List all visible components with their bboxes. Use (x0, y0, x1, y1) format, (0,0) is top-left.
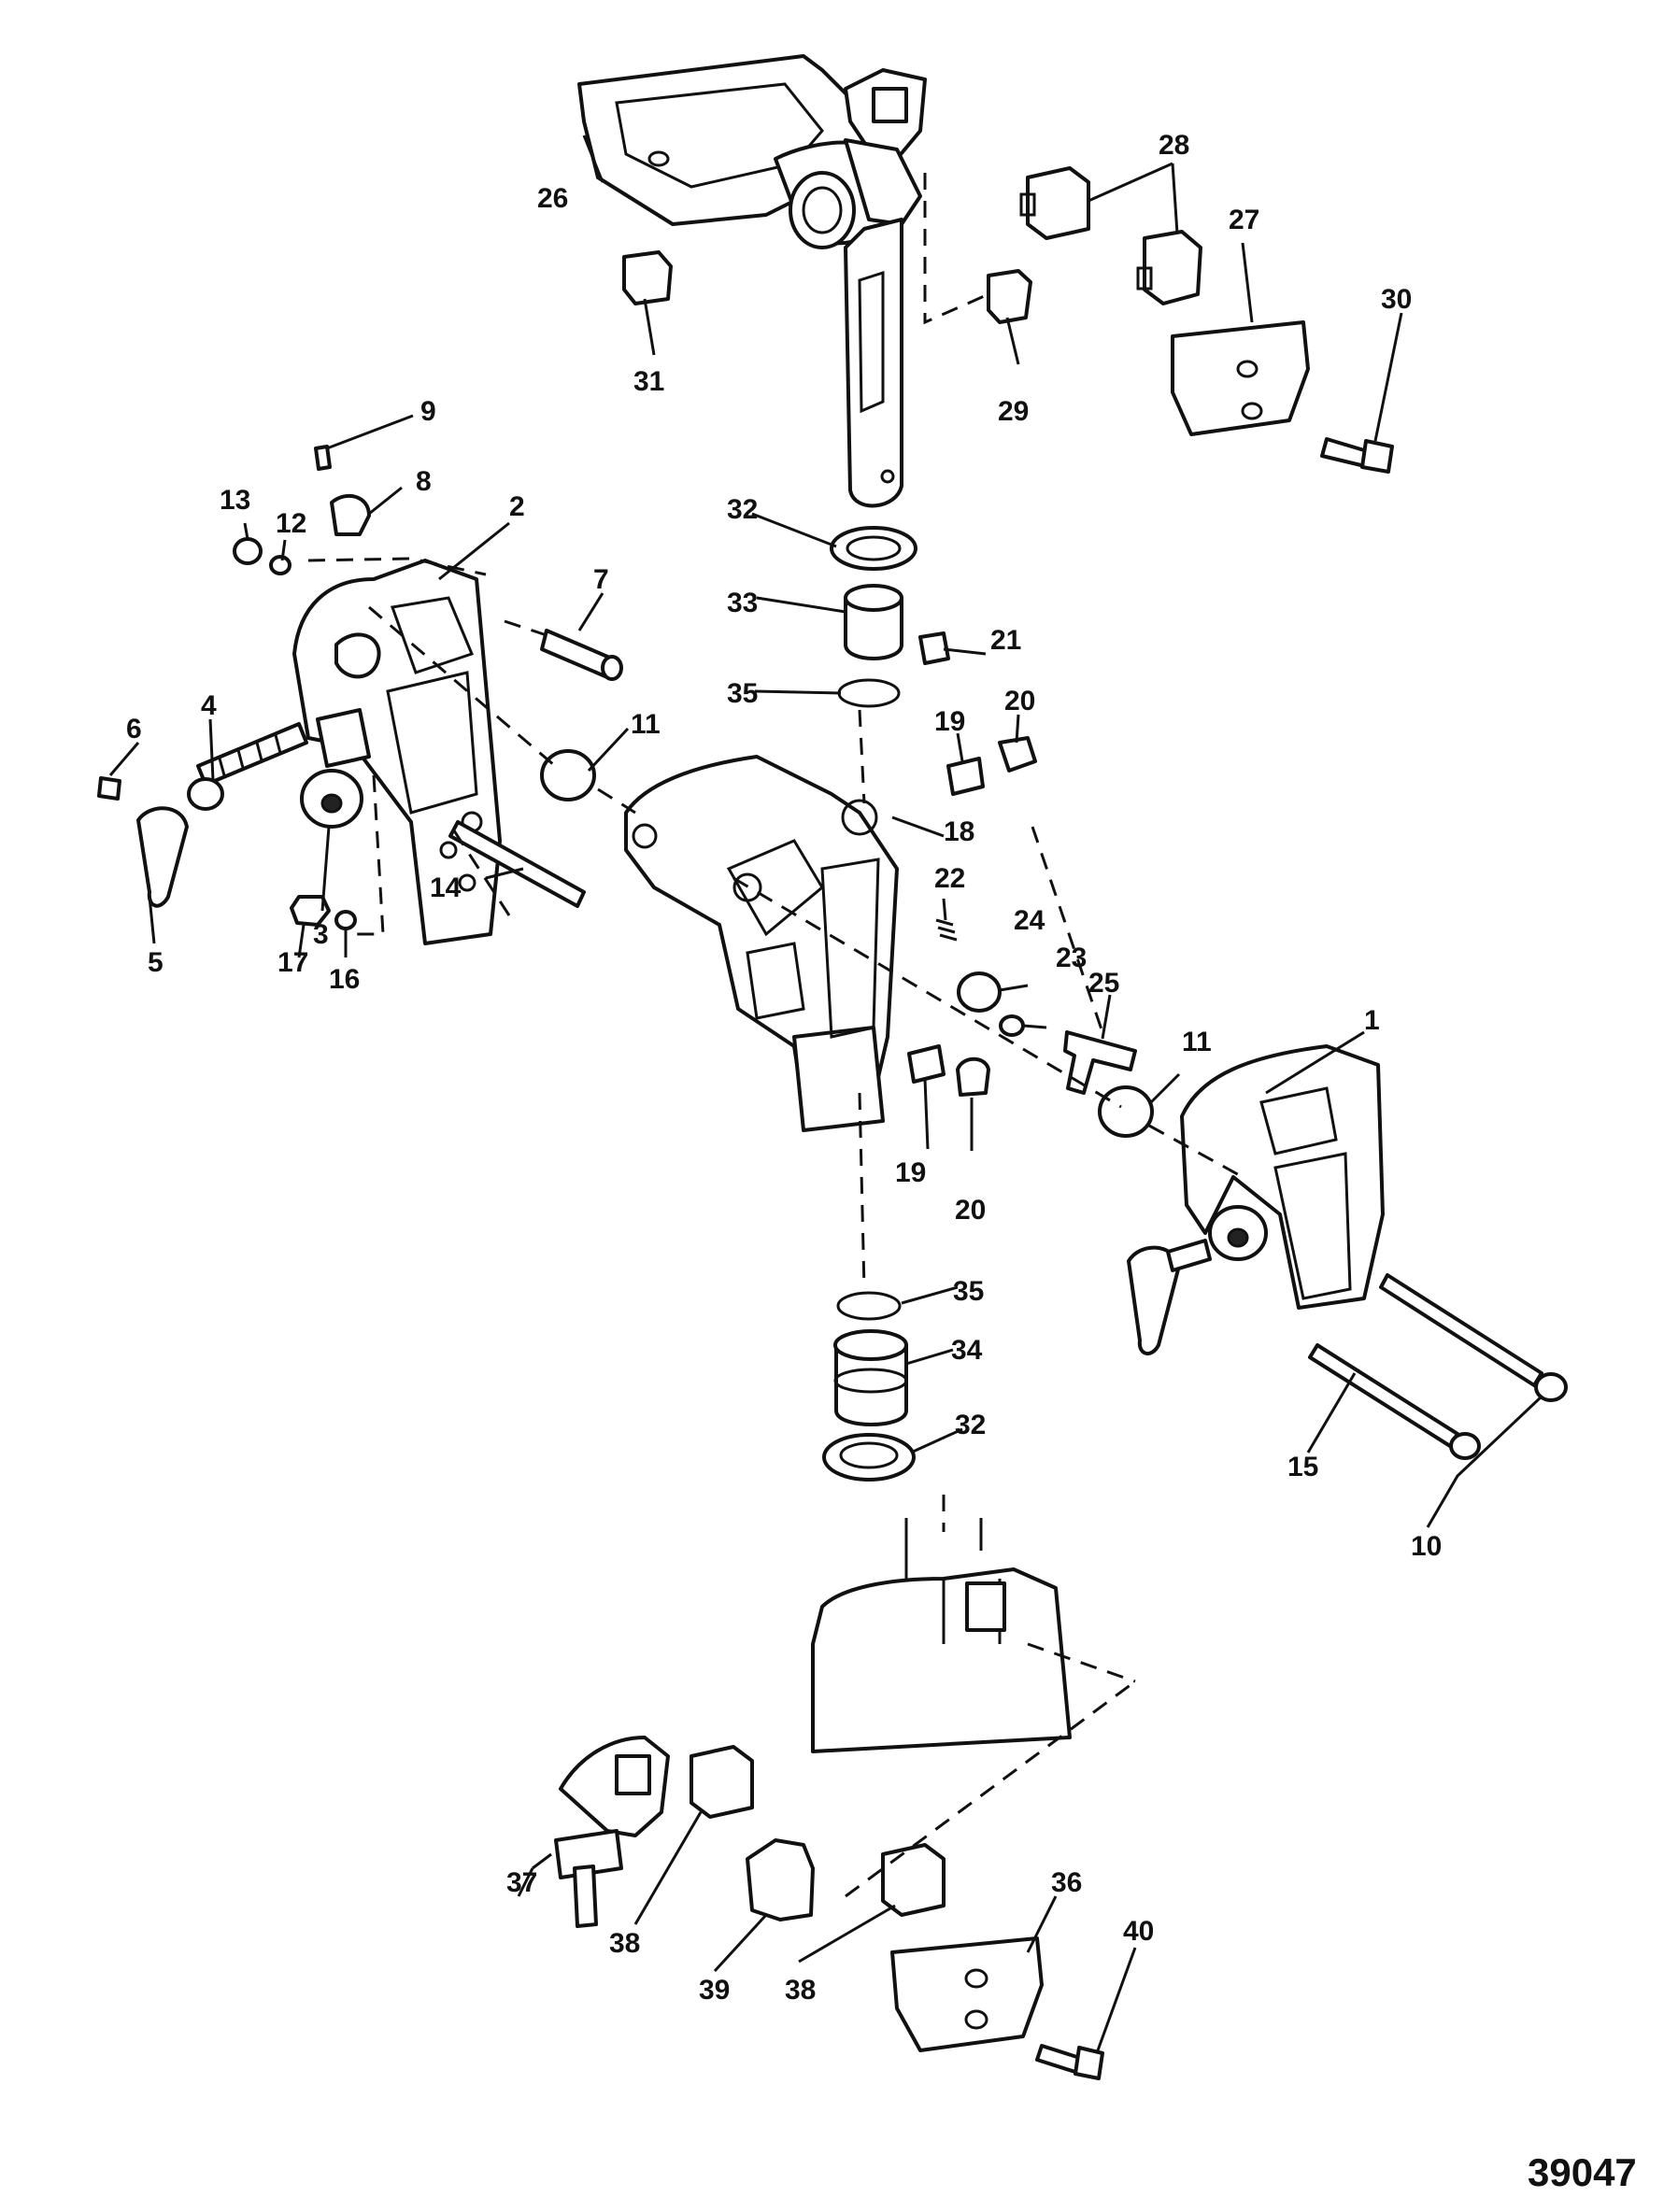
swivel-bracket-part-18 (624, 755, 899, 1132)
washer-part-32-upper (830, 526, 917, 571)
callout-27: 27 (1229, 205, 1259, 235)
callout-19b: 19 (895, 1157, 926, 1188)
bushing-part-34 (833, 1329, 908, 1426)
bumper-part-38-left (690, 1745, 754, 1819)
callout-37: 37 (506, 1867, 537, 1898)
callout-8: 8 (416, 466, 432, 497)
callout-25: 25 (1088, 968, 1119, 999)
fitting-part-19-upper (946, 757, 985, 796)
callout-6: 6 (126, 714, 142, 744)
o-ring-part-35-upper (837, 678, 901, 708)
plate-part-36 (890, 1936, 1044, 2052)
callout-17: 17 (277, 947, 308, 978)
bushing-part-33 (844, 584, 903, 660)
clip-part-39 (746, 1838, 815, 1921)
callout-3: 3 (313, 919, 329, 950)
callout-32a: 32 (727, 494, 758, 525)
callout-40: 40 (1123, 1916, 1154, 1947)
callout-labels: 1 2 3 4 5 6 7 8 9 10 11 11 12 13 14 15 1… (126, 130, 1442, 2006)
callout-39: 39 (699, 1975, 730, 2006)
callout-21: 21 (990, 625, 1021, 656)
callout-10: 10 (1411, 1531, 1442, 1562)
callout-15: 15 (1287, 1452, 1318, 1482)
tiller-handle-part-26 (577, 54, 927, 249)
callout-35a: 35 (727, 678, 758, 709)
callout-14: 14 (430, 872, 462, 903)
callout-4: 4 (201, 690, 217, 721)
bolt-part-30 (1320, 437, 1394, 474)
callout-11a: 11 (631, 709, 661, 740)
callout-35b: 35 (953, 1276, 984, 1307)
callout-38b: 38 (785, 1975, 816, 2006)
insert-part-21 (918, 631, 950, 665)
bushing-part-11-left (540, 749, 596, 801)
callout-29: 29 (998, 396, 1029, 427)
clamp-bracket-part-2 (292, 559, 502, 945)
callout-36: 36 (1051, 1867, 1082, 1898)
leader-lines (108, 135, 1543, 2051)
washer-part-16 (334, 910, 357, 930)
callout-1: 1 (1364, 1005, 1380, 1036)
washer-part-32-lower (822, 1433, 916, 1482)
callout-13: 13 (220, 485, 250, 516)
spring-part-22 (935, 918, 958, 942)
bolt-part-40 (1035, 2044, 1104, 2080)
callout-12: 12 (276, 508, 306, 539)
callout-33: 33 (727, 588, 758, 618)
bushing-part-11-right (1098, 1085, 1154, 1138)
washer-part-12 (269, 555, 292, 575)
pin-part-6 (97, 776, 121, 801)
callout-26: 26 (537, 183, 568, 214)
callout-20a: 20 (1004, 686, 1035, 716)
swivel-pad-part-3 (300, 769, 363, 829)
callout-34: 34 (951, 1335, 983, 1366)
steering-arm-column (844, 218, 903, 508)
fitting-part-19-lower (907, 1044, 946, 1084)
callout-5: 5 (148, 947, 164, 978)
callout-28: 28 (1159, 130, 1189, 161)
callout-20b: 20 (955, 1195, 986, 1226)
callout-30: 30 (1381, 284, 1412, 315)
pin-part-9 (314, 445, 332, 471)
callout-11b: 11 (1182, 1027, 1212, 1057)
knob-part-24 (957, 971, 1002, 1013)
callout-22: 22 (934, 863, 965, 894)
clip-part-31 (622, 250, 673, 305)
cap-part-8 (330, 493, 371, 536)
callout-19a: 19 (934, 706, 965, 737)
lever-part-25 (1063, 1030, 1137, 1095)
bolt-part-10 (1379, 1273, 1568, 1402)
bumper-part-38-right (881, 1843, 946, 1917)
cap-part-20-upper (998, 736, 1037, 773)
callout-9: 9 (420, 396, 436, 427)
driveshaft-housing-lower (811, 1518, 1072, 1753)
nut-part-13 (233, 537, 263, 565)
clamp-bracket-part-1 (1127, 1044, 1385, 1355)
callout-31: 31 (633, 366, 664, 397)
bolt-part-15 (1308, 1343, 1481, 1460)
callout-7: 7 (593, 564, 609, 595)
callout-16: 16 (329, 964, 360, 995)
clip-part-29 (987, 269, 1032, 324)
callout-18: 18 (944, 816, 974, 847)
callout-23: 23 (1056, 943, 1087, 973)
figure-number: 39047 (1528, 2150, 1637, 2194)
clamp-screw-part-4 (187, 722, 308, 811)
o-ring-part-35-lower (836, 1291, 902, 1321)
cap-part-20-lower (956, 1056, 990, 1097)
callout-32b: 32 (955, 1410, 986, 1440)
plate-part-27 (1171, 320, 1310, 436)
tube-part-14 (448, 820, 586, 908)
bumper-part-28 (1019, 166, 1202, 305)
callout-2: 2 (509, 491, 525, 522)
washer-part-23 (999, 1014, 1025, 1037)
bracket-part-37 (554, 1736, 670, 1928)
handle-part-5 (136, 806, 189, 908)
assembly-lines (307, 173, 1244, 1898)
callout-24: 24 (1014, 905, 1045, 936)
callout-38a: 38 (609, 1928, 640, 1959)
